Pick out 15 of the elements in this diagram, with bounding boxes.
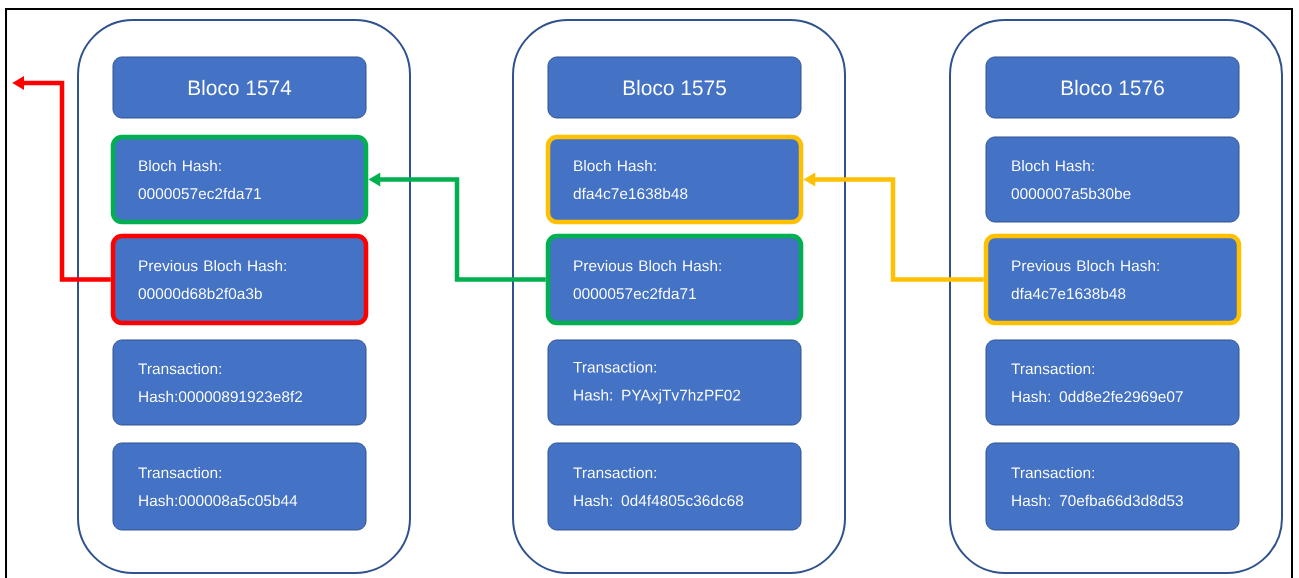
hash-box: Bloch Hash: 0000007a5b30be — [985, 136, 1240, 223]
hash-box: Transaction: Hash: 70efba66d3d8d53 — [985, 442, 1240, 531]
block-title: Bloco 1576 — [985, 56, 1240, 119]
hash-box: Transaction: Hash:000008a5c05b44 — [112, 442, 367, 531]
hash-box: Previous Bloch Hash: 0000057ec2fda71 — [545, 233, 804, 326]
block-title: Bloco 1574 — [112, 56, 367, 119]
hash-box: Transaction: Hash:00000891923e8f2 — [112, 339, 367, 426]
hash-box: Transaction: Hash: 0d4f4805c36dc68 — [547, 442, 802, 531]
hash-box: Bloch Hash: 0000057ec2fda71 — [110, 134, 369, 225]
hash-box: Transaction: Hash: PYAxjTv7hzPF02 — [547, 339, 802, 426]
hash-box: Previous Bloch Hash: dfa4c7e1638b48 — [983, 233, 1242, 326]
hash-box: Transaction: Hash: 0dd8e2fe2969e07 — [985, 339, 1240, 426]
hash-box: Previous Bloch Hash: 00000d68b2f0a3b — [110, 233, 369, 326]
block-title: Bloco 1575 — [547, 56, 802, 119]
hash-box: Bloch Hash: dfa4c7e1638b48 — [545, 134, 804, 225]
